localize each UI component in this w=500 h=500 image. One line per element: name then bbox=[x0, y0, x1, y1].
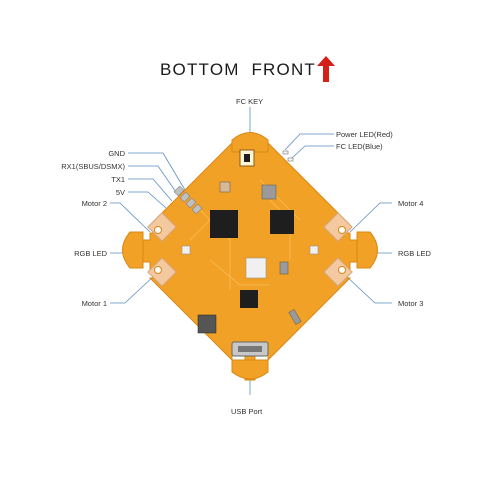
fc-key-label: FC KEY bbox=[236, 97, 264, 106]
5v-label: 5V bbox=[115, 188, 125, 197]
front-arrow-icon bbox=[317, 56, 335, 82]
heading-text: BOTTOM FRONT bbox=[160, 60, 316, 80]
fc-led-label: FC LED(Blue) bbox=[336, 142, 383, 151]
power-led-label: Power LED(Red) bbox=[336, 130, 393, 139]
rx1-label: RX1(SBUS/DSMX) bbox=[61, 162, 125, 171]
motor4-label: Motor 4 bbox=[398, 199, 424, 208]
motor3-label: Motor 3 bbox=[398, 299, 424, 308]
motor1-label: Motor 1 bbox=[81, 299, 107, 308]
power-led bbox=[282, 150, 289, 155]
tx1-label: TX1 bbox=[111, 175, 125, 184]
rgb-led-right-label: RGB LED bbox=[398, 249, 431, 258]
rgb-led-left-label: RGB LED bbox=[74, 249, 107, 258]
inductor bbox=[197, 314, 217, 334]
rx-chip bbox=[240, 290, 258, 308]
gyro-chip bbox=[270, 210, 294, 234]
fc-led bbox=[287, 157, 294, 162]
crystal bbox=[261, 184, 277, 200]
rgb-led-left bbox=[181, 245, 191, 255]
mcu-chip bbox=[210, 210, 238, 238]
orientation-heading: BOTTOM FRONT bbox=[0, 60, 500, 84]
usb-port-label: USB Port bbox=[231, 407, 263, 416]
heading-front: FRONT bbox=[251, 60, 317, 79]
uart-pads bbox=[173, 185, 203, 215]
gnd-label: GND bbox=[108, 149, 125, 158]
rgb-led-right bbox=[309, 245, 319, 255]
heading-bottom: BOTTOM bbox=[160, 60, 240, 79]
motor-connectors bbox=[147, 212, 353, 287]
center-led bbox=[245, 257, 267, 279]
motor2-label: Motor 2 bbox=[81, 199, 107, 208]
